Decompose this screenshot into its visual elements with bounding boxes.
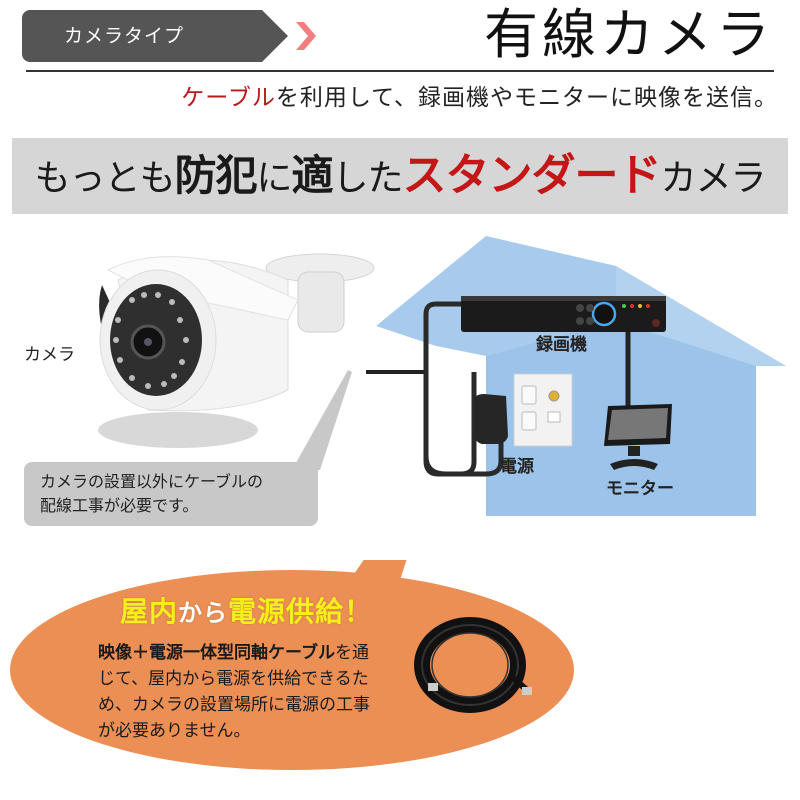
headline-part: もっとも	[34, 158, 175, 199]
note-pointer	[292, 370, 352, 470]
power-label: 電源	[500, 457, 534, 477]
headline-emphasis: 防犯	[174, 151, 257, 200]
bullet-camera-image	[98, 253, 375, 448]
monitor-icon	[604, 404, 672, 470]
coax-cable-icon	[414, 617, 532, 713]
callout-title-part: 電源供給！	[228, 595, 374, 628]
callout-title-part: から	[178, 599, 229, 627]
category-tag: カメラタイプ	[22, 10, 288, 62]
recorder-label: 録画機	[536, 335, 587, 355]
house-illustration	[366, 236, 786, 516]
page-title: 有線カメラ	[484, 3, 774, 66]
wiring-note: カメラの設置以外にケーブルの 配線工事が必要です。	[24, 462, 318, 526]
callout-body-text: を通	[334, 643, 369, 663]
callout-body-text: め、カメラの設置場所に電源の工事	[98, 695, 370, 715]
note-line: 配線工事が必要です。	[40, 496, 199, 515]
category-tag-label: カメラタイプ	[64, 25, 185, 47]
callout-bubble	[10, 560, 574, 770]
headline-emphasis: 適	[291, 151, 334, 200]
header-divider	[26, 70, 774, 72]
callout-body-text: が必要ありません。	[98, 721, 251, 741]
headline-highlight: スタンダード	[402, 150, 662, 201]
wall-outlet-icon	[513, 373, 573, 447]
note-line: カメラの設置以外にケーブルの	[40, 472, 264, 491]
subtitle-rest: を利用して、録画機やモニターに映像を送信。	[275, 85, 778, 111]
recorder-icon	[461, 296, 666, 332]
callout-body: 映像＋電源一体型同軸ケーブルを通 じて、屋内から電源を供給できるた め、カメラの…	[98, 640, 418, 744]
monitor-label: モニター	[606, 479, 674, 499]
power-adapter-icon	[474, 394, 508, 444]
headline-banner: もっとも防犯に適したスタンダードカメラ	[12, 138, 788, 214]
callout-body-text: じて、屋内から電源を供給できるた	[98, 669, 369, 689]
headline-part: した	[332, 158, 404, 199]
headline-part: に	[256, 158, 292, 199]
camera-label: カメラ	[24, 345, 75, 365]
headline-part: カメラ	[660, 158, 767, 199]
subtitle-highlight: ケーブル	[181, 85, 276, 111]
subtitle: ケーブルを利用して、録画機やモニターに映像を送信。	[181, 80, 778, 116]
callout-title: 屋内から電源供給！	[120, 590, 373, 630]
headline-text: もっとも防犯に適したスタンダードカメラ	[12, 138, 788, 217]
chevron-right-icon	[296, 22, 316, 50]
callout-title-part: 屋内	[120, 595, 179, 628]
callout-body-bold: 映像＋電源一体型同軸ケーブル	[98, 643, 335, 663]
